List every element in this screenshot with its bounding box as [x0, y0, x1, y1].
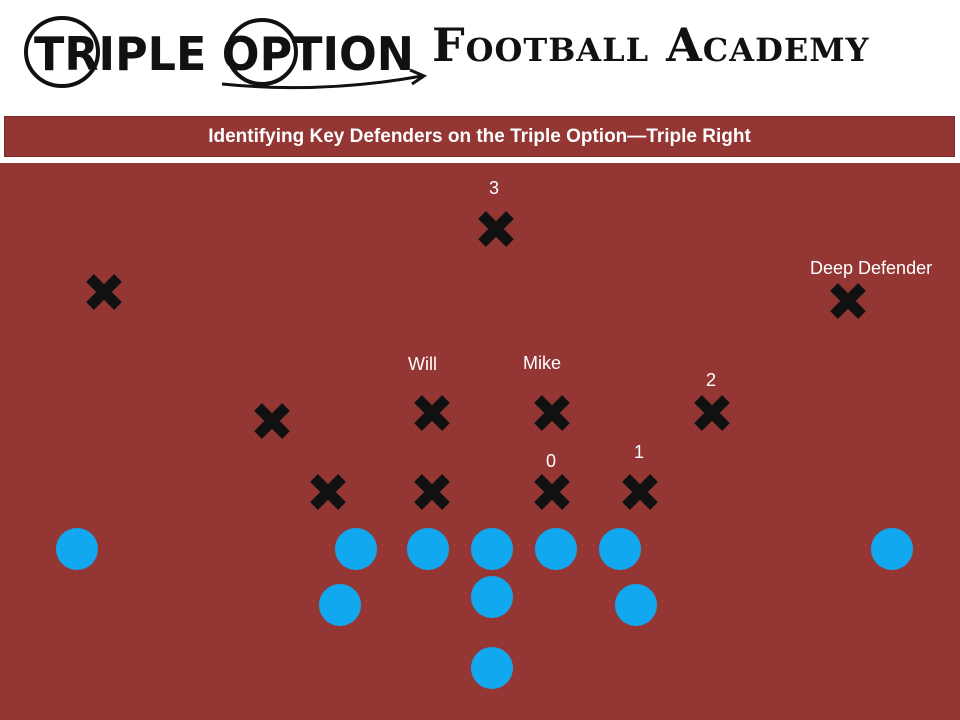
svg-text:TRIPLE OPTION: TRIPLE OPTION — [34, 27, 414, 81]
label-mike: Mike — [523, 353, 562, 373]
defender-left-end — [310, 474, 346, 510]
football-academy-logo: Football Academy — [432, 18, 870, 72]
defender-0 — [534, 474, 570, 510]
offensive-player-left-guard — [407, 528, 449, 570]
offensive-player-center — [471, 528, 513, 570]
header: TRIPLE OPTION Football Academy — [0, 0, 960, 112]
diagram-title: Identifying Key Defenders on the Triple … — [208, 125, 751, 147]
defender-3-safety — [478, 211, 514, 247]
offensive-player-right-slotback — [615, 584, 657, 626]
defender-left-tackle — [414, 474, 450, 510]
defender-left-corner — [86, 274, 122, 310]
play-diagram — [56, 211, 913, 689]
defender-deep-defender — [830, 283, 866, 319]
defender-will — [414, 395, 450, 431]
defender-left-outside-linebacker — [254, 403, 290, 439]
offensive-player-quarterback — [471, 576, 513, 618]
defender-1 — [622, 474, 658, 510]
label-2: 2 — [706, 370, 717, 390]
offensive-player-right-guard — [535, 528, 577, 570]
defender-2 — [694, 395, 730, 431]
label-3: 3 — [489, 178, 500, 198]
label-1: 1 — [634, 442, 645, 462]
label-deep-defender: Deep Defender — [810, 258, 933, 278]
offensive-player-left-slotback — [319, 584, 361, 626]
defender-mike — [534, 395, 570, 431]
triple-option-logo: TRIPLE OPTION — [24, 16, 427, 90]
label-0: 0 — [546, 451, 557, 471]
title-bar: Identifying Key Defenders on the Triple … — [4, 116, 955, 157]
label-will: Will — [408, 354, 437, 374]
defense — [86, 211, 866, 510]
offensive-player-wide-receiver — [871, 528, 913, 570]
offensive-player-split-end — [56, 528, 98, 570]
offense — [56, 528, 913, 689]
offensive-player-right-tackle — [599, 528, 641, 570]
offensive-player-fullback — [471, 647, 513, 689]
football-field: 3 Deep Defender Will Mike 2 1 0 — [0, 163, 960, 720]
offensive-player-left-tackle — [335, 528, 377, 570]
